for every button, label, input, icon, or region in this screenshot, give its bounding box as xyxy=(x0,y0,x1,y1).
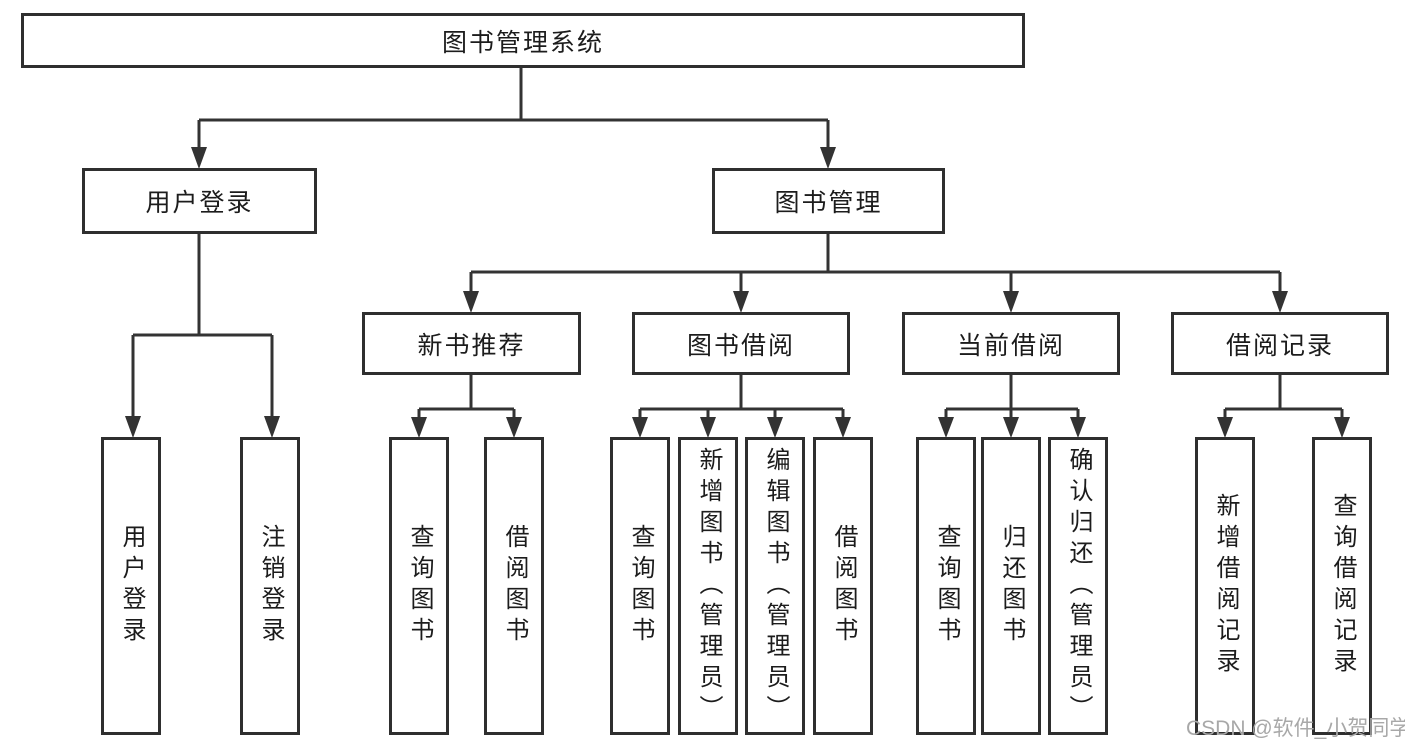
leaf-borrow-books: 借阅图书 xyxy=(813,437,873,735)
leaf-add-books-admin: 新增图书（管理员） xyxy=(678,437,738,735)
leaf-edit-books-admin-label: 编辑图书（管理员） xyxy=(762,446,789,726)
arrowheads-records-leaves xyxy=(1217,417,1350,438)
leaf-user-login: 用户登录 xyxy=(101,437,161,735)
leaf-query-books-current-label: 查询图书 xyxy=(933,524,960,648)
arrowheads-book-borrow-leaves xyxy=(632,417,851,438)
arrowheads-level3 xyxy=(463,291,1288,313)
node-root-system: 图书管理系统 xyxy=(21,13,1025,68)
leaf-borrow-books-label: 借阅图书 xyxy=(830,524,857,648)
connector-book-mgmt-to-level3 xyxy=(469,234,1282,292)
arrowheads-new-rec-leaves xyxy=(411,417,522,438)
connector-new-rec-leaves xyxy=(417,375,516,418)
leaf-query-books-borrow-label: 查询图书 xyxy=(627,524,654,648)
leaf-logout-label: 注销登录 xyxy=(257,524,284,648)
node-user-login-label: 用户登录 xyxy=(145,189,254,217)
node-new-book-recommend-label: 新书推荐 xyxy=(417,331,526,360)
leaf-return-books-label: 归还图书 xyxy=(998,524,1025,648)
node-book-management-label: 图书管理 xyxy=(774,189,883,217)
leaf-confirm-return-admin: 确认归还（管理员） xyxy=(1048,437,1108,735)
leaf-query-borrow-record: 查询借阅记录 xyxy=(1312,437,1372,735)
connector-root-to-level2 xyxy=(197,68,830,148)
connector-current-borrow-leaves xyxy=(944,375,1080,418)
leaf-edit-books-admin: 编辑图书（管理员） xyxy=(745,437,805,735)
connector-records-leaves xyxy=(1223,375,1344,418)
leaf-query-books-recommend: 查询图书 xyxy=(389,437,449,735)
leaf-query-books-recommend-label: 查询图书 xyxy=(406,524,433,648)
leaf-query-books-borrow: 查询图书 xyxy=(610,437,670,735)
node-book-borrow-label: 图书借阅 xyxy=(686,331,795,360)
leaf-confirm-return-admin-label: 确认归还（管理员） xyxy=(1065,446,1092,726)
node-user-login: 用户登录 xyxy=(82,168,317,234)
csdn-watermark: CSDN @软件_小贺同学 xyxy=(1186,717,1405,740)
node-borrow-records-label: 借阅记录 xyxy=(1225,331,1334,360)
leaf-borrow-books-recommend-label: 借阅图书 xyxy=(501,524,528,648)
leaf-add-books-admin-label: 新增图书（管理员） xyxy=(695,446,722,726)
leaf-logout: 注销登录 xyxy=(240,437,300,735)
leaf-add-borrow-record: 新增借阅记录 xyxy=(1195,437,1255,735)
arrowheads-level2 xyxy=(191,147,836,169)
leaf-borrow-books-recommend: 借阅图书 xyxy=(484,437,544,735)
leaf-add-borrow-record-label: 新增借阅记录 xyxy=(1212,493,1239,679)
connector-user-login-leaves xyxy=(131,234,274,417)
leaf-query-borrow-record-label: 查询借阅记录 xyxy=(1329,493,1356,679)
connector-book-borrow-leaves xyxy=(638,375,845,418)
node-current-borrow: 当前借阅 xyxy=(902,312,1120,375)
node-book-management: 图书管理 xyxy=(712,168,945,234)
leaf-user-login-label: 用户登录 xyxy=(118,524,145,648)
node-book-borrow: 图书借阅 xyxy=(632,312,850,375)
arrowheads-user-login-leaves xyxy=(125,416,280,438)
leaf-query-books-current: 查询图书 xyxy=(916,437,976,735)
leaf-return-books: 归还图书 xyxy=(981,437,1041,735)
node-new-book-recommend: 新书推荐 xyxy=(362,312,581,375)
node-current-borrow-label: 当前借阅 xyxy=(956,331,1065,360)
node-root-label: 图书管理系统 xyxy=(441,28,604,57)
arrowheads-current-borrow-leaves xyxy=(938,417,1086,438)
node-borrow-records: 借阅记录 xyxy=(1171,312,1389,375)
